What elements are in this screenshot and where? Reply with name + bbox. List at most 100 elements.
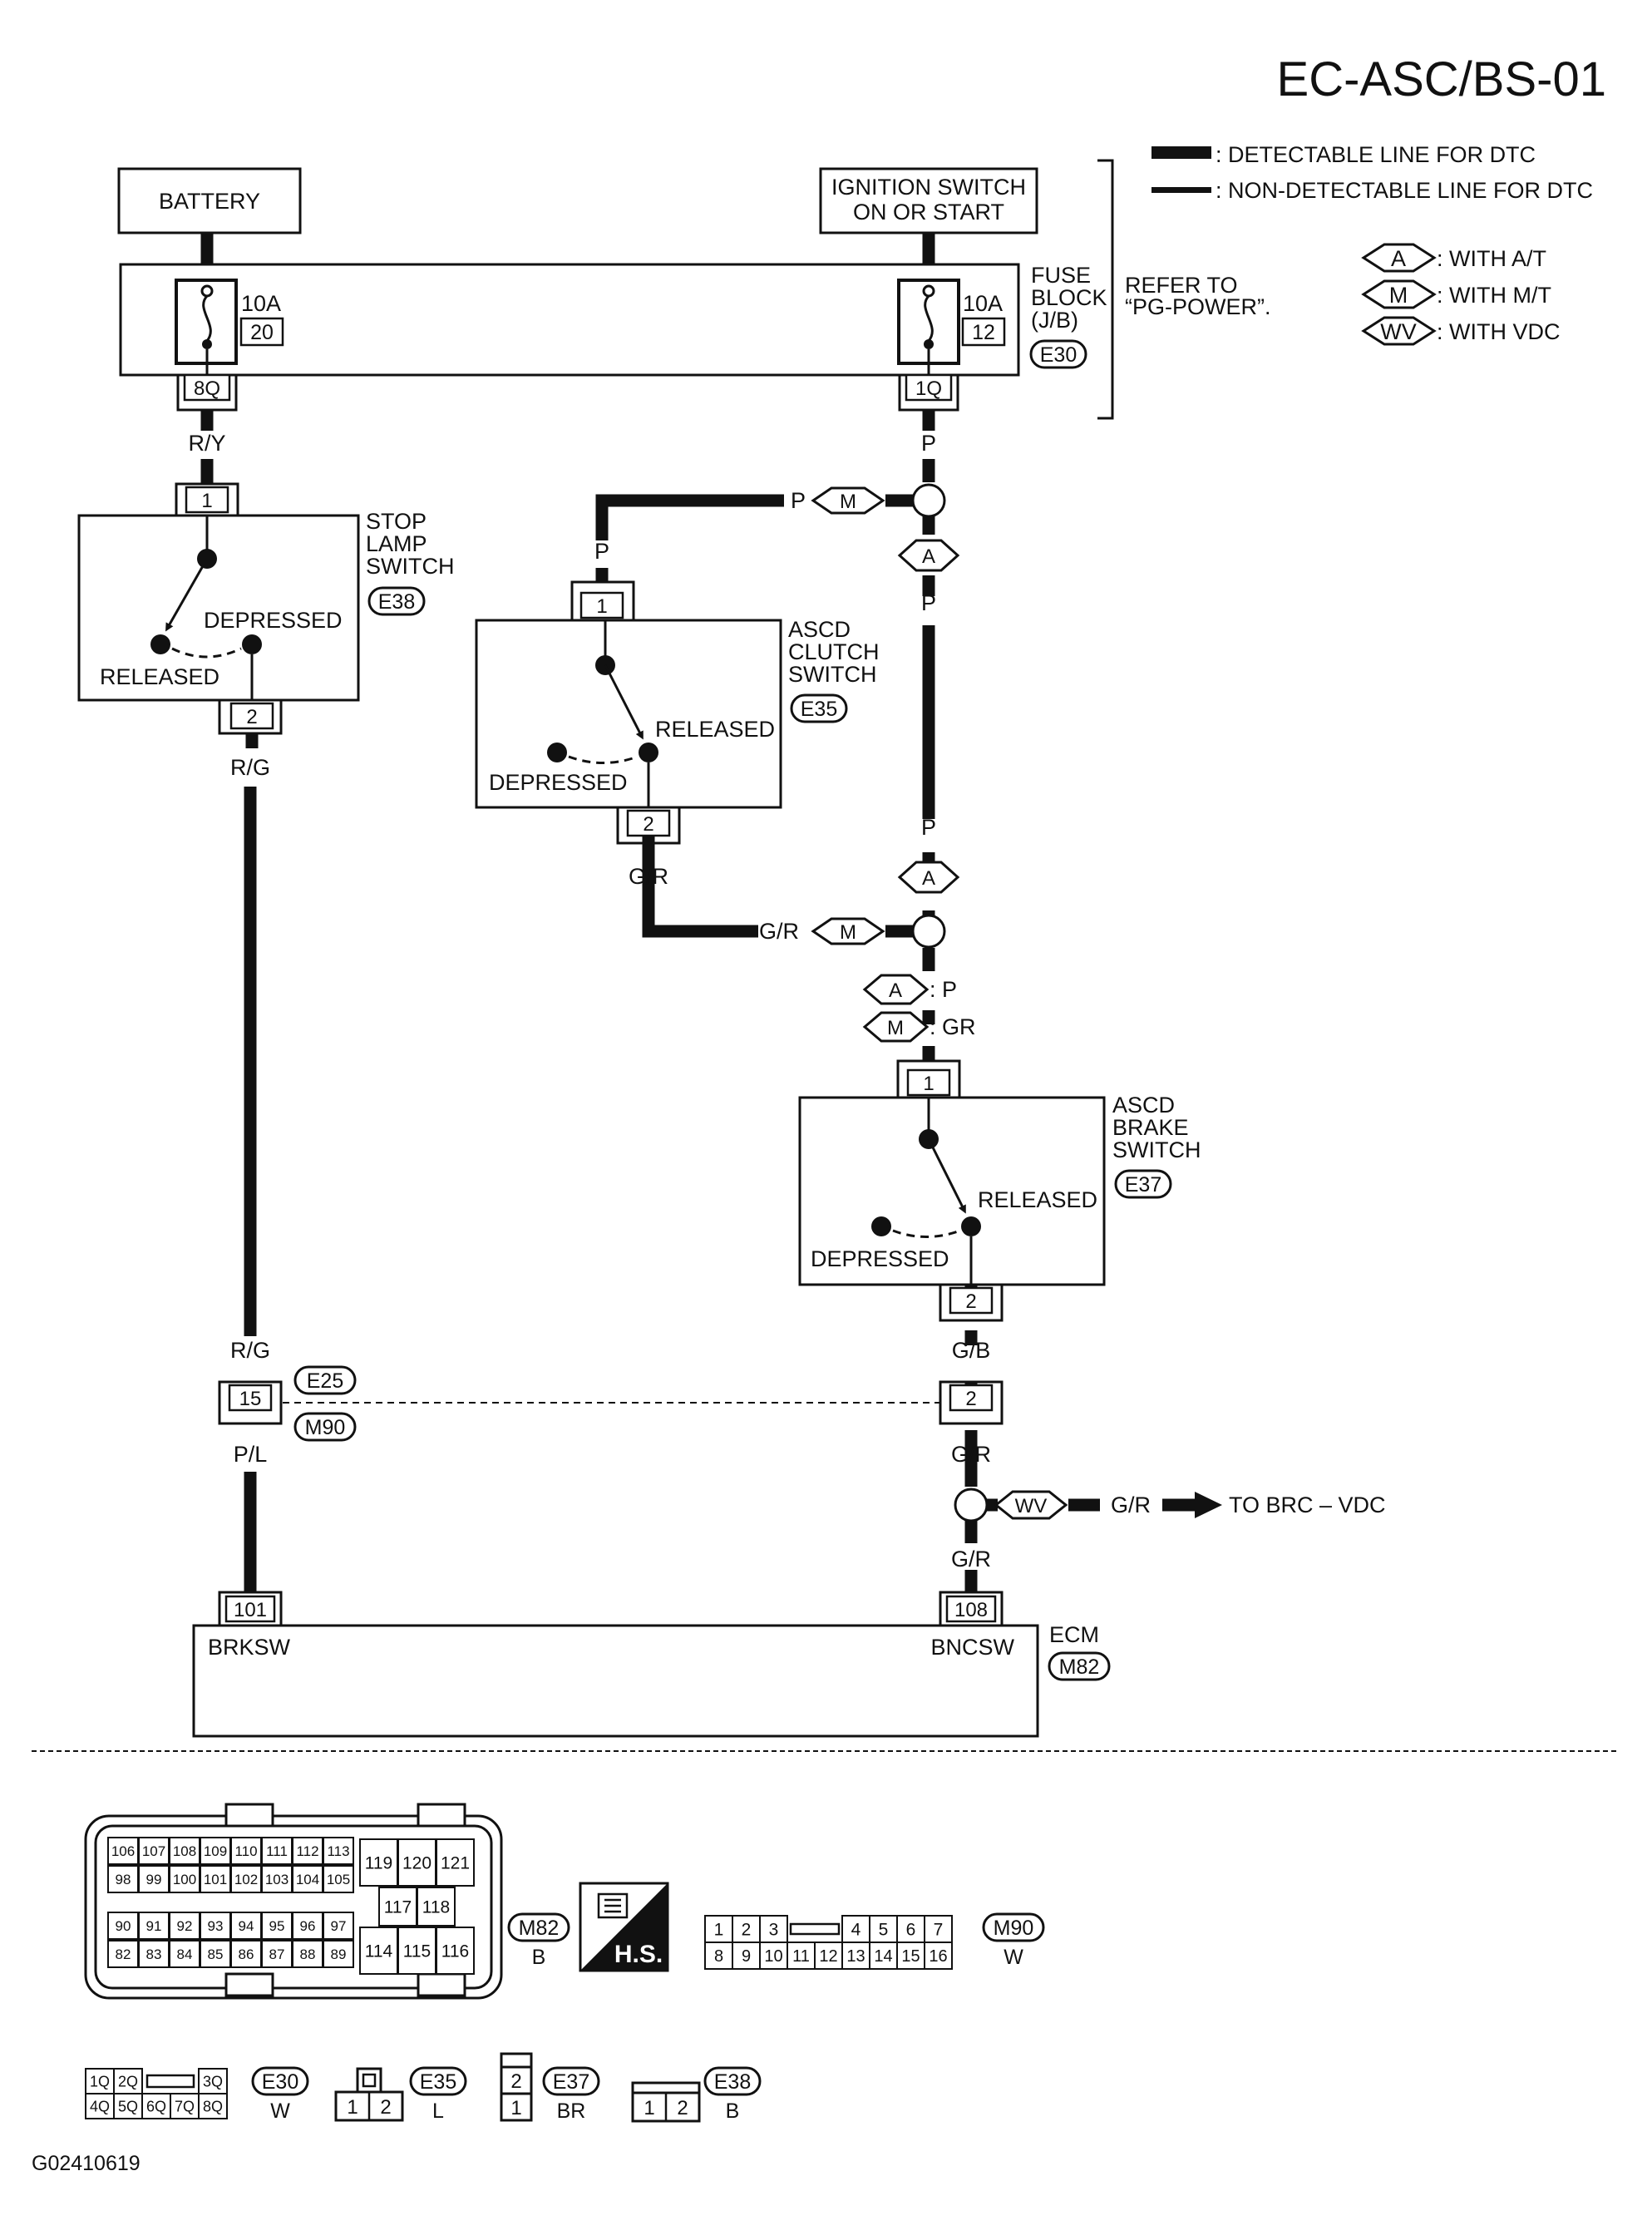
fuse-block-label-line3: (J/B)	[1031, 308, 1078, 333]
connector-view-e37: 2 1	[500, 2052, 533, 2122]
junction-id-m90: M90	[305, 1416, 346, 1439]
m90-pin-15: 15	[901, 1947, 920, 1966]
variant-vdc-text: : WITH VDC	[1437, 319, 1561, 344]
junction-badge-m90	[293, 1412, 357, 1442]
m90-pin-3-cell	[759, 1915, 788, 1943]
variant-note-m-gr: : GR	[930, 1014, 976, 1039]
e35-pin-2: 2	[380, 2096, 391, 2119]
m82-color: B	[532, 1946, 546, 1969]
battery-label: BATTERY	[159, 189, 260, 214]
e30-pin-5q-cell	[113, 2093, 143, 2119]
m90-pin-13: 13	[846, 1947, 865, 1966]
stop-lamp-dashed-link	[171, 647, 242, 659]
brake-pin2-box	[949, 1286, 994, 1315]
splice-top	[911, 483, 946, 518]
m90-pin-7: 7	[934, 1921, 944, 1940]
m82-pin-94: 94	[239, 1918, 254, 1934]
ecm-pin108-hood	[939, 1591, 1004, 1626]
m90-pin-2: 2	[742, 1921, 752, 1940]
m90-pin-6: 6	[906, 1921, 916, 1940]
tag-a-bottom-label: A	[922, 867, 935, 890]
m90-color: W	[1004, 1946, 1023, 1969]
m90-pin-1-cell	[704, 1915, 733, 1943]
m90-pin-12-cell	[814, 1941, 843, 1970]
m82-pin-84: 84	[177, 1946, 193, 1962]
ignition-label-line1: IGNITION SWITCH	[831, 175, 1026, 200]
stop-lamp-depressed-label: DEPRESSED	[204, 608, 343, 633]
m82-pin-105: 105	[327, 1872, 350, 1887]
m82-pin-88-cell	[292, 1940, 323, 1968]
brake-connector-badge	[1114, 1169, 1172, 1199]
wire-label-gr-ecm: G/R	[951, 1547, 991, 1571]
battery-box	[117, 167, 302, 234]
variant-note-a-p: : P	[930, 977, 957, 1002]
m82-pin-90: 90	[116, 1918, 131, 1934]
fuse-20-number: 20	[250, 321, 274, 344]
fuse-20-amps: 10A	[241, 291, 281, 316]
clutch-contact-released	[639, 743, 658, 762]
splice-vdc	[954, 1488, 989, 1522]
connector-view-e38: 1 2	[631, 2081, 701, 2123]
e30-pin-8q: 8Q	[203, 2098, 223, 2114]
junction-left-pin-box	[228, 1384, 273, 1412]
stop-lamp-title-line2: LAMP	[366, 531, 427, 556]
m82-connector-id: M82	[519, 1917, 560, 1940]
e30-lock-tab	[145, 2074, 195, 2089]
ecm-box	[192, 1624, 1039, 1738]
m90-pin-16: 16	[929, 1947, 947, 1966]
m82-pin-118: 118	[422, 1898, 450, 1917]
m82-pin-117: 117	[384, 1898, 412, 1917]
e30-pin-7q-cell	[170, 2093, 200, 2119]
tag-a-note-label: A	[889, 979, 902, 1002]
clutch-title-line2: CLUTCH	[788, 639, 880, 664]
fuse-20-element	[202, 294, 212, 342]
brake-connector-id: E37	[1125, 1173, 1161, 1196]
brake-contact-released	[961, 1216, 981, 1236]
fuse-12-number-box	[961, 317, 1006, 347]
hs-label: H.S.	[614, 1941, 663, 1968]
splice-bottom	[911, 914, 946, 949]
stop-lamp-pin2: 2	[246, 706, 257, 728]
e38-connector-badge	[703, 2066, 762, 2096]
brake-title-line2: BRAKE	[1112, 1115, 1189, 1140]
wire-label-rg-top: R/G	[230, 755, 270, 780]
junction-right-hood-bottom	[939, 1414, 1004, 1425]
m82-pin-89: 89	[331, 1946, 347, 1962]
stop-lamp-contact-released	[150, 634, 170, 654]
tag-m-note	[862, 1011, 930, 1043]
e35-color: L	[432, 2099, 444, 2123]
stop-lamp-pin1-hood	[175, 482, 239, 516]
m82-pin-105-cell	[323, 1865, 354, 1893]
m82-pin-106: 106	[111, 1843, 135, 1859]
m82-pin-83: 83	[146, 1946, 162, 1962]
m82-pin-86: 86	[239, 1946, 254, 1962]
m90-pin-12: 12	[819, 1947, 837, 1966]
brake-switch-box	[798, 1096, 1106, 1286]
wire-label-gr-clutch-out: G/R	[629, 864, 668, 889]
legend-non-detectable-text: : NON-DETECTABLE LINE FOR DTC	[1216, 178, 1593, 203]
variant-mt-text: : WITH M/T	[1437, 283, 1551, 308]
wire-label-p-to-clutch: P	[791, 488, 806, 513]
m82-pin-103: 103	[265, 1872, 288, 1887]
junction-left-hood-bottom	[218, 1414, 283, 1425]
e30-connector-id: E30	[262, 2070, 298, 2094]
e37-connector-id: E37	[553, 2070, 589, 2094]
e30-connector-badge	[251, 2066, 309, 2096]
e30-color: W	[270, 2099, 290, 2123]
wire-label-pl: P/L	[234, 1442, 268, 1467]
e30-pin-3q: 3Q	[203, 2073, 223, 2090]
m82-pin-114: 114	[365, 1942, 393, 1961]
e37-color: BR	[557, 2099, 586, 2123]
m82-pin-116: 116	[441, 1942, 469, 1961]
wire-label-p-mid: P	[921, 590, 936, 615]
ignition-label-line2: ON OR START	[853, 200, 1004, 224]
brake-pin2-hood	[939, 1285, 1004, 1322]
fuse-block-connector-badge	[1029, 339, 1087, 369]
m82-pin-102-cell	[230, 1865, 262, 1893]
e30-pin-8q-cell	[198, 2093, 228, 2119]
m82-pin-121-cell	[436, 1838, 475, 1887]
clutch-pin1-box	[579, 591, 624, 619]
